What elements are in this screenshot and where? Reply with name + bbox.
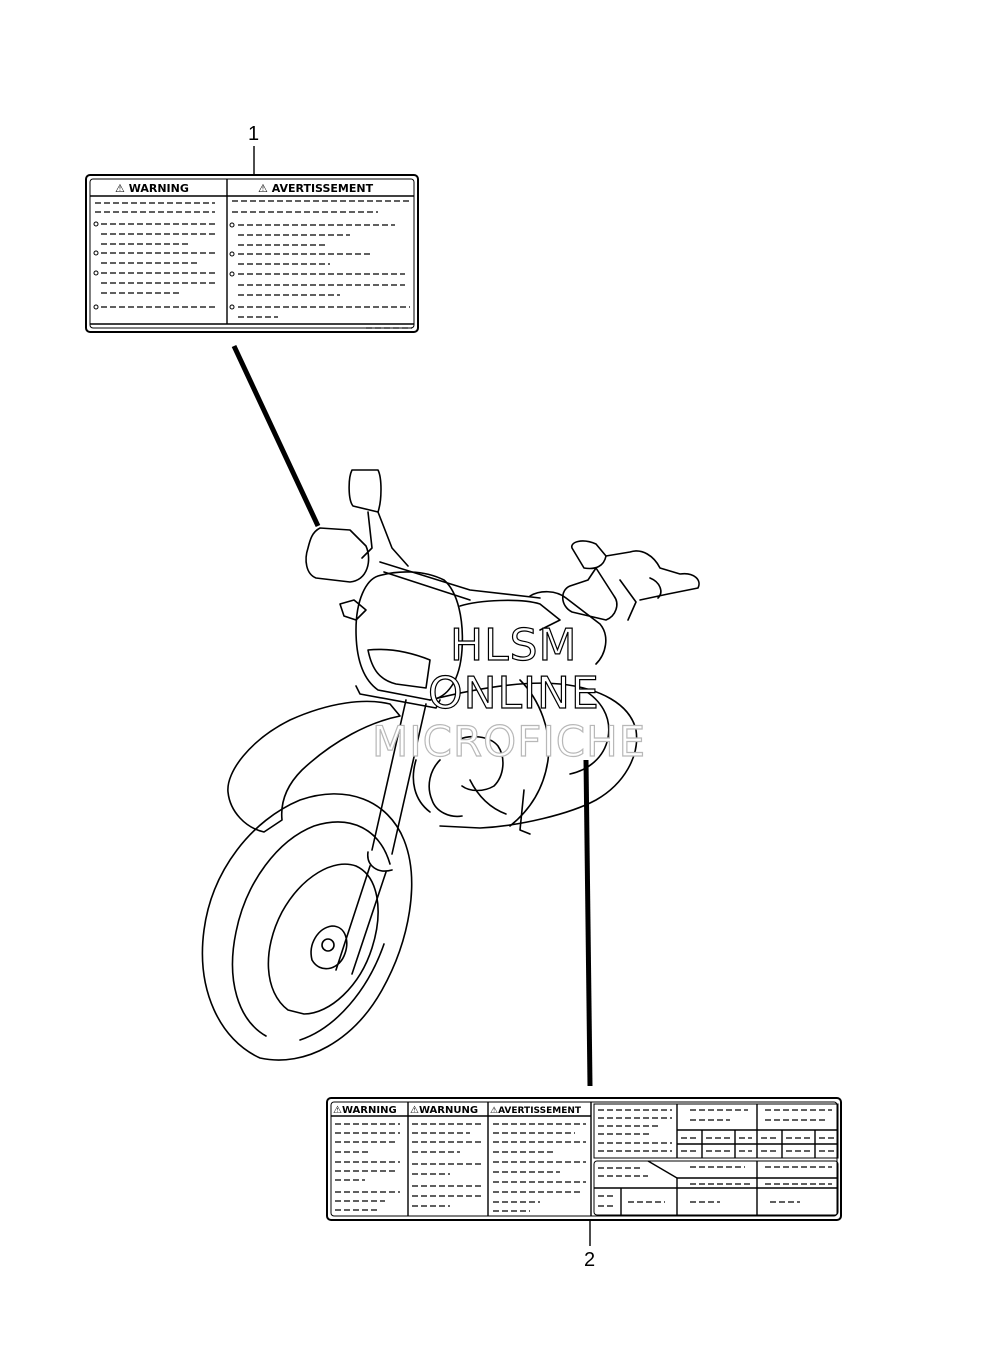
label1-header-warning: ⚠ WARNING	[115, 182, 189, 195]
leader-line-label2	[583, 759, 593, 1087]
warning-label-1[interactable]: ⚠ WARNING ⚠ AVERTISSEMENT	[85, 174, 419, 333]
label2-col1-text-lines	[335, 1123, 400, 1211]
label2-col2-text-lines	[412, 1123, 482, 1207]
warning-label-2[interactable]: ⚠WARNING ⚠WARNUNG ⚠AVERTISSEMENT	[326, 1097, 842, 1221]
label2-header-warning: ⚠WARNING	[333, 1105, 397, 1116]
label2-col3-text-lines	[493, 1123, 586, 1212]
label2-info-table	[593, 1103, 839, 1216]
motorcycle-illustration	[201, 469, 700, 1061]
leader-line-label1	[231, 344, 321, 528]
callout-number-2[interactable]: 2	[584, 1249, 595, 1271]
watermark-line-1: HLSM	[450, 620, 578, 671]
watermark: HLSM ONLINE MICROFICHE	[371, 619, 646, 766]
label2-header-avertissement: ⚠AVERTISSEMENT	[490, 1106, 582, 1116]
watermark-line-3: MICROFICHE	[372, 717, 646, 766]
label2-header-warnung: ⚠WARNUNG	[410, 1105, 478, 1116]
label1-left-text-lines	[93, 202, 215, 310]
label1-header-avertissement: ⚠ AVERTISSEMENT	[258, 182, 374, 195]
watermark-line-2: ONLINE	[428, 668, 600, 719]
label1-right-text-lines	[229, 200, 410, 318]
callout-number-1[interactable]: 1	[248, 123, 259, 145]
